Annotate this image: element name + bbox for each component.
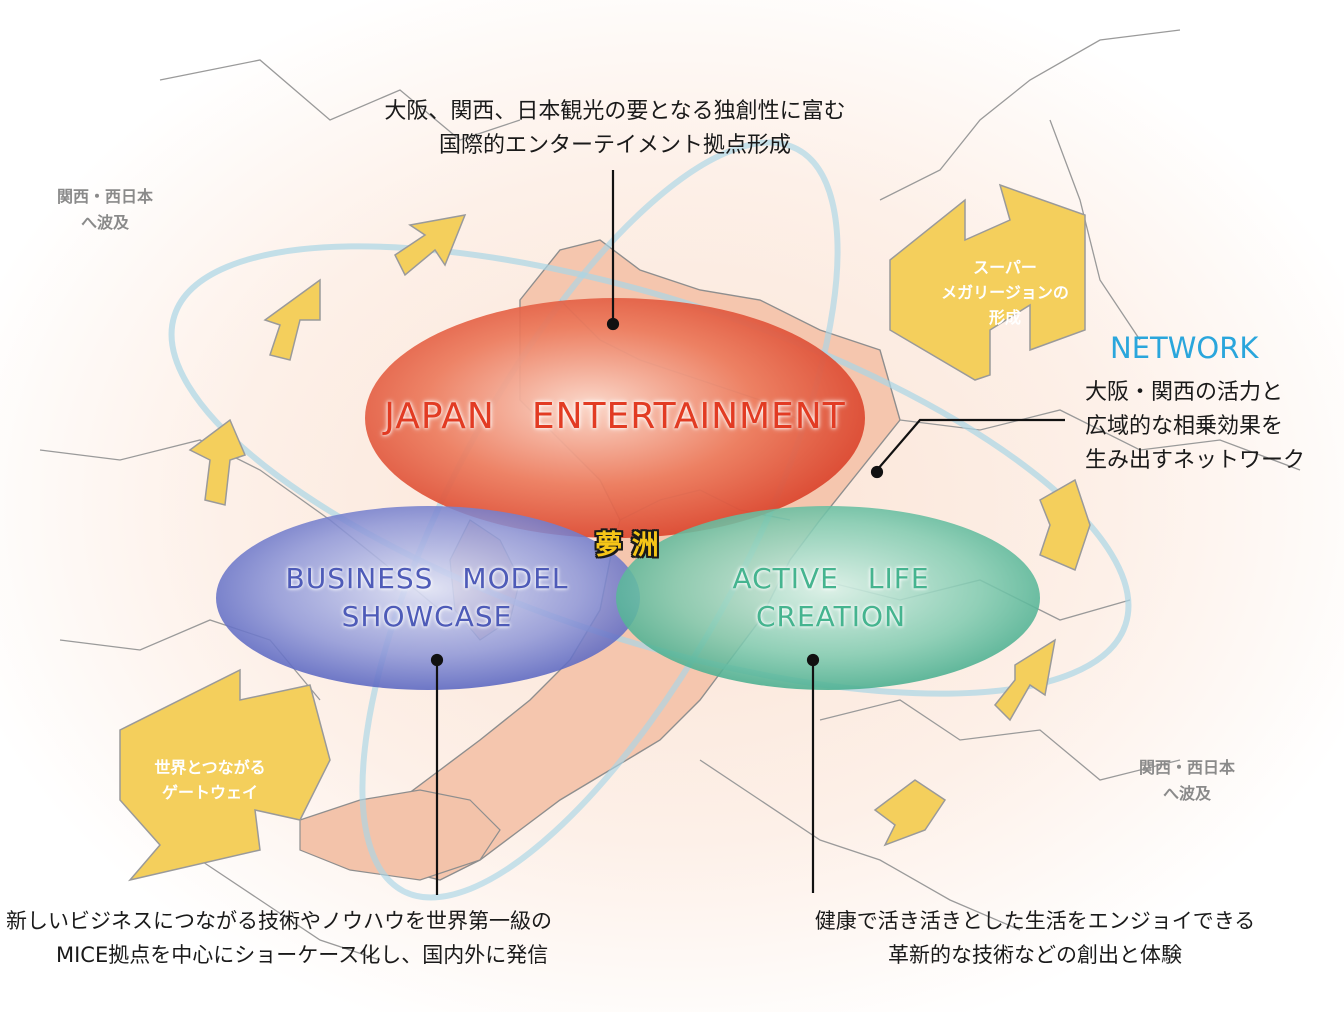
center-label-yumeshima: 夢 洲 (595, 530, 659, 561)
side-label-top-left-line-2: へ波及 (80, 213, 129, 232)
small-arrow-3 (188, 418, 247, 506)
ellipse-japan-entertainment (365, 298, 865, 538)
label-active-line-2: CREATION (755, 600, 907, 633)
callout-bottom-left-line-2: MICE拠点を中心にショーケース化し、国内外に発信 (56, 943, 549, 967)
label-active-life: ACTIVE LIFE CREATION (636, 560, 1026, 636)
arrow-super-megaregion (889, 183, 1086, 381)
callout-bottom-left-line-1: 新しいビジネスにつながる技術やノウハウを世界第一級の (6, 909, 552, 933)
small-arrow-6 (873, 779, 947, 847)
small-arrow-4 (1039, 478, 1091, 572)
side-label-bottom-right-line-1: 関西・西日本 (1138, 758, 1235, 777)
arrow-label-super-megaregion: スーパー メガリージョンの 形成 (905, 255, 1105, 330)
small-arrow-5 (993, 638, 1057, 722)
side-label-bottom-right: 関西・西日本 へ波及 (1112, 755, 1262, 807)
small-arrow-2 (263, 278, 321, 361)
callout-top-line-2: 国際的エンターテイメント拠点形成 (438, 133, 791, 158)
arrow-world-gateway (119, 668, 331, 882)
label-active-line-1: ACTIVE LIFE (732, 562, 930, 595)
callout-top: 大阪、関西、日本観光の要となる独創性に富む 国際的エンターテイメント拠点形成 (330, 95, 900, 163)
arrow-label-right-line-1: スーパー (973, 258, 1037, 277)
network-line-1: 大阪・関西の活力と (1085, 380, 1284, 405)
small-arrows (188, 214, 1091, 847)
arrow-label-right-line-3: 形成 (988, 308, 1021, 327)
arrow-label-left-line-2: ゲートウェイ (161, 783, 258, 802)
arrow-label-right-line-2: メガリージョンの (941, 283, 1069, 302)
label-japan-entertainment: JAPAN ENTERTAINMENT (384, 396, 846, 437)
callout-bottom-right-line-2: 革新的な技術などの創出と体験 (888, 943, 1182, 967)
label-business-showcase: BUSINESS MODEL SHOWCASE (232, 560, 622, 636)
arrow-label-left-line-1: 世界とつながる (154, 758, 266, 777)
callout-bottom-left: 新しいビジネスにつながる技術やノウハウを世界第一級の MICE拠点を中心にショー… (6, 904, 646, 972)
side-label-top-left-line-1: 関西・西日本 (56, 187, 153, 206)
side-label-top-left: 関西・西日本 へ波及 (30, 184, 180, 236)
ellipse-business-showcase (216, 506, 640, 690)
land-shikoku (299, 789, 501, 881)
callout-bottom-right: 健康で活き活きとした生活をエンジョイできる 革新的な技術などの創出と体験 (740, 904, 1330, 972)
network-line-2: 広域的な相乗効果を (1085, 414, 1284, 439)
label-business-line-2: SHOWCASE (341, 600, 513, 633)
network-callout: 大阪・関西の活力と 広域的な相乗効果を 生み出すネットワーク (1085, 376, 1335, 478)
ellipse-active-life (616, 506, 1040, 690)
arrow-label-world-gateway: 世界とつながる ゲートウェイ (120, 755, 300, 805)
callout-bottom-right-line-1: 健康で活き活きとした生活をエンジョイできる (814, 909, 1256, 933)
network-line-3: 生み出すネットワーク (1085, 448, 1306, 473)
leader-lines (430, 170, 1065, 895)
callout-top-line-1: 大阪、関西、日本観光の要となる独創性に富む (384, 99, 846, 124)
label-business-line-1: BUSINESS MODEL (285, 562, 569, 595)
network-title: NETWORK (1110, 331, 1259, 365)
side-label-bottom-right-line-2: へ波及 (1162, 784, 1211, 803)
small-arrow-1 (394, 214, 467, 277)
